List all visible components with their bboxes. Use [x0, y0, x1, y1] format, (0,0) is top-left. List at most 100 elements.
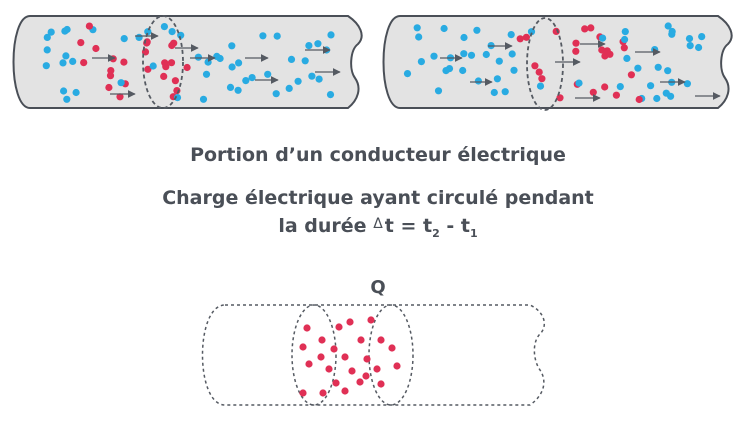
charge-symbol-q: Q	[370, 277, 386, 298]
free-electron-dot	[135, 33, 143, 42]
free-electron-dot	[507, 30, 515, 39]
t2-base: t	[423, 215, 433, 237]
duration-prefix: la durée	[278, 215, 367, 237]
counted-electron-dot	[635, 95, 643, 104]
free-electron-dot	[654, 63, 662, 71]
free-electron-dot	[490, 88, 498, 97]
free-electron-dot	[683, 80, 692, 88]
free-electron-dot	[510, 66, 518, 74]
counted-electron-dot	[318, 336, 326, 344]
free-electron-dot	[664, 67, 672, 75]
free-electron-dot	[473, 26, 481, 34]
counted-electron-dot	[589, 88, 597, 96]
counted-electron-dot	[356, 378, 364, 386]
counted-electron-dot	[581, 25, 589, 33]
free-electron-dot	[326, 91, 335, 99]
free-electron-dot	[474, 77, 482, 85]
cross-section-dashed	[526, 17, 564, 111]
counted-electron-dot	[106, 72, 115, 80]
counted-electron-dot	[317, 353, 325, 361]
free-electron-dot	[202, 70, 211, 78]
free-electron-dot	[536, 82, 545, 90]
caption-charge-line1: Charge électrique ayant circulé pendant	[162, 187, 594, 209]
t2-subscript: 2	[432, 226, 440, 240]
counted-electron-dot	[601, 83, 609, 91]
free-electron-dot	[62, 52, 70, 60]
free-electron-dot	[149, 62, 157, 70]
counted-electron-dot	[303, 324, 311, 332]
free-electron-dot	[434, 87, 443, 95]
free-electron-dot	[43, 46, 51, 54]
current-arrows	[440, 40, 721, 102]
conductor-t1	[12, 15, 363, 109]
counted-electron-dot	[305, 360, 313, 368]
counted-electron-dot	[120, 58, 128, 66]
free-electron-dot	[698, 33, 706, 41]
free-electron-dot	[653, 94, 661, 103]
free-electron-dot	[482, 50, 490, 59]
caption-conductor-portion: Portion d’un conducteur électrique	[190, 144, 566, 166]
counted-electron-dot	[362, 372, 370, 380]
counted-electron-dot	[105, 83, 113, 92]
counted-electron-dot	[167, 59, 176, 67]
counted-electron-dot	[183, 63, 191, 72]
free-electron-dot	[314, 40, 322, 48]
free-electron-dot	[508, 50, 516, 58]
counted-electron-dot	[377, 336, 385, 344]
free-electron-dot	[327, 31, 335, 39]
counted-electron-dot	[357, 336, 365, 344]
counted-electron-dot	[531, 62, 539, 70]
free-electron-dot	[460, 33, 468, 42]
counted-electron-dot	[109, 55, 117, 63]
free-electron-dot	[228, 42, 236, 50]
free-electron-dot	[235, 59, 243, 67]
free-electron-dot	[417, 58, 425, 66]
counted-electron-dot	[612, 91, 621, 99]
counted-electron-dot	[627, 71, 636, 79]
conductor-body	[12, 15, 363, 109]
counted-electron-dot	[556, 94, 564, 102]
free-electron-dot	[47, 28, 55, 36]
counted-electron-dot	[393, 362, 401, 370]
counted-electron-dot	[522, 33, 531, 41]
free-electron-dot	[305, 42, 313, 50]
counted-electron-dot	[377, 380, 385, 388]
free-electron-dot	[117, 79, 125, 87]
free-electron-dot	[501, 88, 509, 96]
delta-symbol: Δ	[373, 216, 383, 232]
free-electron-dot	[120, 35, 128, 43]
free-electron-dot	[226, 83, 235, 91]
counted-electron-dot	[587, 24, 595, 32]
counted-electron-dot	[332, 379, 340, 387]
free-electron-dot	[621, 35, 629, 44]
free-electron-dot	[168, 28, 176, 36]
free-electron-dot	[442, 67, 450, 75]
free-electron-dot	[621, 28, 629, 36]
free-electron-dot	[599, 34, 607, 42]
free-electron-dot	[69, 57, 77, 65]
free-electron-dot	[273, 32, 281, 40]
counted-electron-dot	[620, 44, 628, 52]
free-electron-dot	[493, 75, 501, 83]
free-electron-dot	[668, 30, 676, 38]
counted-electron-dot	[346, 318, 354, 326]
counted-electron-dot	[516, 35, 524, 43]
free-electron-dot	[61, 27, 69, 35]
counted-electron-dot	[144, 65, 152, 73]
free-electron-dot	[686, 42, 694, 50]
free-electron-dot	[459, 66, 467, 75]
free-electron-dot	[242, 77, 250, 85]
free-electron-dot	[287, 55, 296, 64]
counted-electron-dot	[77, 39, 85, 47]
minus-sign: -	[439, 215, 461, 237]
free-electron-dot	[440, 24, 448, 33]
free-electron-dot	[63, 95, 71, 103]
free-electron-dot	[308, 72, 316, 80]
electron-group	[42, 22, 335, 103]
counted-electron-dot	[107, 67, 115, 75]
conductor-charge	[201, 304, 546, 406]
t1-subscript: 1	[469, 226, 478, 240]
free-electron-dot	[415, 33, 423, 41]
counted-electron-dot	[341, 387, 349, 395]
